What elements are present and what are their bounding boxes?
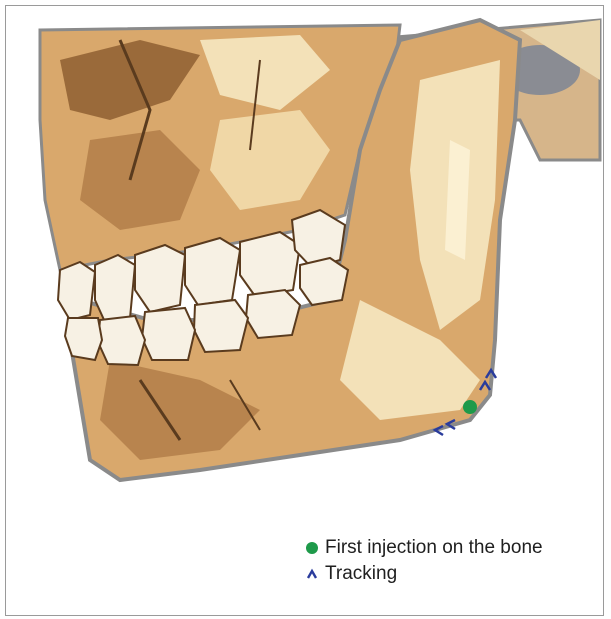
green-dot-icon bbox=[306, 542, 318, 554]
injection-point bbox=[463, 400, 477, 414]
legend-item-injection: First injection on the bone bbox=[306, 535, 543, 561]
legend-label: First injection on the bone bbox=[325, 537, 543, 559]
legend-label: Tracking bbox=[325, 563, 397, 585]
caret-icon bbox=[306, 568, 318, 580]
legend: First injection on the bone Tracking bbox=[306, 535, 543, 587]
legend-item-tracking: Tracking bbox=[306, 561, 543, 587]
